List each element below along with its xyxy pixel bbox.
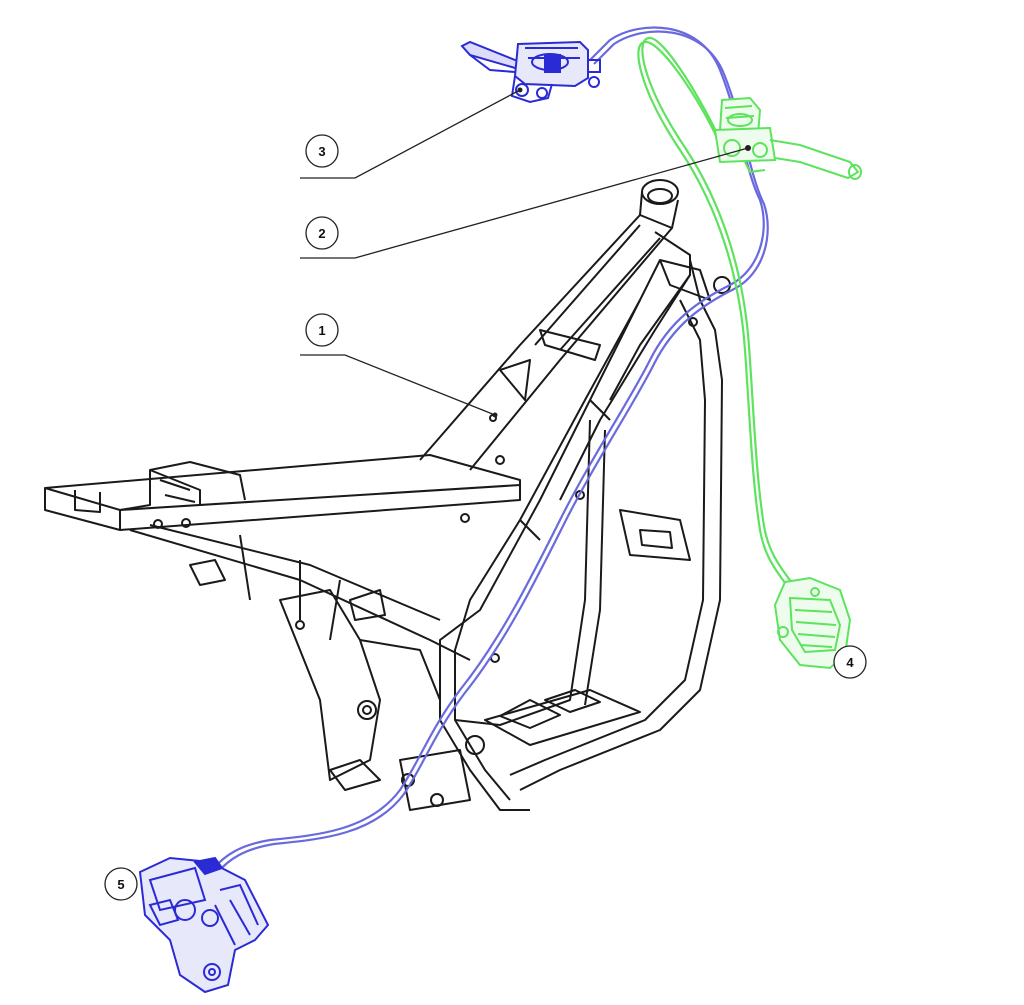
callout-3-label: 3 bbox=[318, 144, 325, 159]
callout-1-label: 1 bbox=[318, 323, 325, 338]
callout-2: 2 bbox=[305, 216, 339, 250]
leader-dot-front-master-cylinder bbox=[517, 87, 523, 93]
callout-5-label: 5 bbox=[117, 877, 124, 892]
motorcycle-frame bbox=[44, 179, 731, 811]
front-master-cylinder bbox=[460, 40, 601, 104]
callout-1: 1 bbox=[305, 313, 339, 347]
rear-master-cylinder bbox=[713, 96, 862, 180]
leader-lines bbox=[300, 89, 749, 416]
callout-3: 3 bbox=[305, 134, 339, 168]
leader-dot-frame bbox=[492, 412, 498, 418]
callout-2-label: 2 bbox=[318, 226, 325, 241]
callout-4-label: 4 bbox=[846, 655, 854, 670]
callout-4: 4 bbox=[833, 645, 867, 679]
front-caliper bbox=[138, 856, 270, 994]
rear-brake-hose bbox=[637, 36, 795, 591]
leader-dot-rear-master-cylinder bbox=[745, 145, 751, 151]
front-brake-hose bbox=[211, 26, 769, 875]
callout-5: 5 bbox=[104, 867, 138, 901]
